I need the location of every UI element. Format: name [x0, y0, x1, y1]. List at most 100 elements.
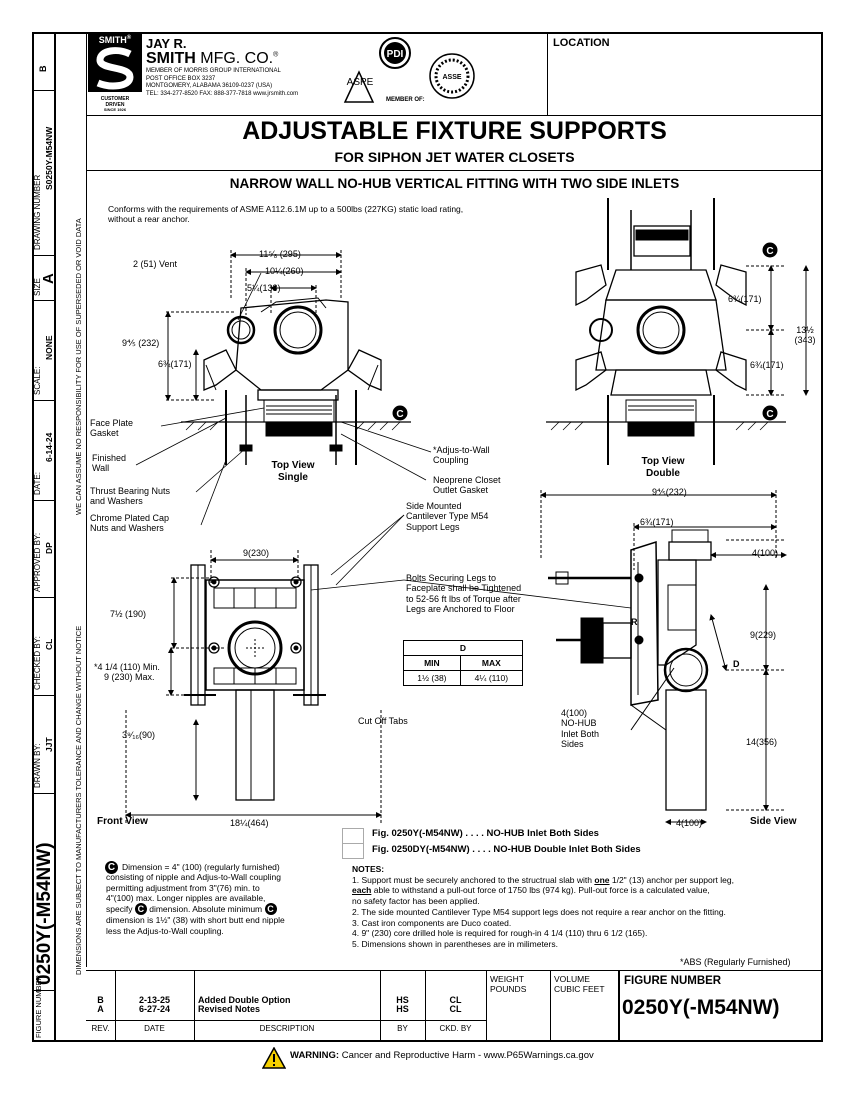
h-ckd: CKD. BY: [439, 1024, 472, 1033]
dim-5-1-4: 5¼(133): [247, 283, 281, 293]
side-dim-9-1-8: 9⅘(232): [652, 487, 687, 497]
company-address: MEMBER OF MORRIS GROUP INTERNATIONAL POS…: [146, 68, 299, 97]
member-of: MEMBER OF:: [386, 97, 425, 103]
front-dim-min-max: *4 1/4 (110) Min.9 (230) Max.: [94, 662, 160, 683]
disclaimer-superseded: WE CAN ASSUME NO RESPONSIBILITY FOR USE …: [74, 218, 83, 515]
h-rev: REV.: [91, 1024, 110, 1033]
smith-logo: SMITH® CUSTOMER DRIVEN SINCE 1926: [88, 34, 142, 112]
side-dim-14: 14(356): [746, 737, 778, 747]
disclaimer-tolerance: DIMENSIONS ARE SUBJECT TO MANUFACTURERS …: [74, 625, 83, 975]
drawing-number-label: DRAWING NUMBER: [33, 174, 42, 250]
location-label: LOCATION: [553, 37, 610, 49]
company-line1: JAY R.: [146, 36, 187, 51]
scale-value: NONE: [44, 335, 54, 360]
side-dim-d: D: [733, 659, 740, 669]
abs-note: *ABS (Regularly Furnished): [680, 957, 791, 967]
company-line2: SMITH MFG. CO.®: [146, 50, 279, 67]
c-marker: C: [396, 409, 403, 420]
approved-value: DP: [44, 542, 54, 554]
figure-checkbox-1[interactable]: [342, 828, 364, 844]
drawing-number: S0250Y-M54NW: [44, 126, 54, 190]
size-value: A: [40, 273, 57, 284]
conformance-text: Conforms with the requirements of ASME A…: [108, 204, 464, 224]
smith-s-icon: [88, 46, 142, 92]
side-view: [540, 490, 787, 825]
warning-text: WARNING: Cancer and Reproductive Harm - …: [290, 1050, 594, 1061]
figure-line-1: Fig. 0250Y(-M54NW) . . . . NO-HUB Inlet …: [372, 828, 599, 839]
vent-label: 2 (51) Vent: [133, 259, 178, 269]
top-view-single: [165, 250, 411, 465]
drawing-frame: [32, 32, 823, 1042]
figure-number-label-bottom: FIGURE NUMBER: [624, 975, 722, 987]
dim-9-1-8: 9⅘ (232): [122, 338, 160, 348]
side-block-divider: [54, 32, 56, 1042]
warning-icon: [261, 1046, 287, 1074]
checked-label: CHECKED BY:: [33, 636, 42, 690]
front-view-label: Front View: [97, 816, 148, 827]
svg-text:ASPE: ASPE: [347, 77, 374, 88]
technical-drawings: C: [125, 198, 809, 825]
c-dimension-note: Dimension = 4" (100) (regularly furnishe…: [106, 862, 285, 936]
notes-block: NOTES: 1. Support must be securely ancho…: [352, 864, 734, 949]
svg-text:C: C: [766, 246, 773, 257]
figure-line-2: Fig. 0250DY(-M54NW) . . . . NO-HUB Doubl…: [372, 844, 641, 855]
side-dim-6-3-4: 6¾(171): [640, 517, 674, 527]
dim-11-5-8: 11⁵⁄₈ (295): [259, 249, 301, 259]
side-dim-4-top: 4(100): [752, 548, 779, 558]
front-dim-7-1-2: 7½ (190): [110, 609, 147, 619]
section-title: NARROW WALL NO-HUB VERTICAL FITTING WITH…: [229, 176, 680, 191]
side-dim-9: 9(229): [750, 630, 777, 640]
dim-6-3-4-double-bottom: 6¾(171): [750, 360, 784, 370]
figure-number-bottom: 0250Y(-M54NW): [622, 996, 780, 1019]
date-value: 6-14-24: [44, 432, 54, 462]
side-view-label: Side View: [750, 816, 797, 827]
side-dim-4-bottom: 4(100): [676, 818, 703, 828]
side-rev-letter: B: [38, 65, 48, 73]
svg-text:ASSE: ASSE: [442, 74, 461, 81]
h-date: DATE: [144, 1024, 165, 1033]
main-title: ADJUSTABLE FIXTURE SUPPORTS: [242, 117, 667, 145]
svg-text:C: C: [766, 409, 773, 420]
dim-13-1-2: 13½(343): [794, 325, 816, 346]
top-view-double: [546, 198, 809, 465]
figure-number-label: FIGURE NUMBER: [34, 975, 43, 1038]
svg-text:PDI: PDI: [387, 49, 404, 60]
member-logos: PDI ASPE ASSE: [343, 37, 475, 103]
front-dim-9: 9(230): [243, 548, 270, 558]
figure-number-big: 0250Y(-M54NW): [34, 842, 55, 985]
drawn-value: JJT: [44, 737, 54, 752]
figure-checkbox-2[interactable]: [342, 843, 364, 859]
scale-label: SCALE:: [33, 366, 42, 395]
h-by: BY: [397, 1024, 408, 1033]
h-desc: DESCRIPTION: [259, 1024, 315, 1033]
r-label: R: [631, 617, 638, 627]
front-dim-3-9-16: 3⁹⁄₁₆(90): [122, 730, 156, 740]
checked-value: CL: [44, 638, 54, 650]
dim-6-3-4-double-top: 6¾(171): [728, 294, 762, 304]
date-label: DATE:: [33, 472, 42, 495]
drawn-label: DRAWN BY:: [33, 743, 42, 788]
c-marker-note: C: [105, 861, 118, 874]
front-dim-18-1-4: 18¼(464): [230, 818, 269, 828]
dim-6-3-4-single: 6¾(171): [158, 359, 192, 369]
callout-cut-off-tabs: Cut Off Tabs: [358, 716, 408, 726]
